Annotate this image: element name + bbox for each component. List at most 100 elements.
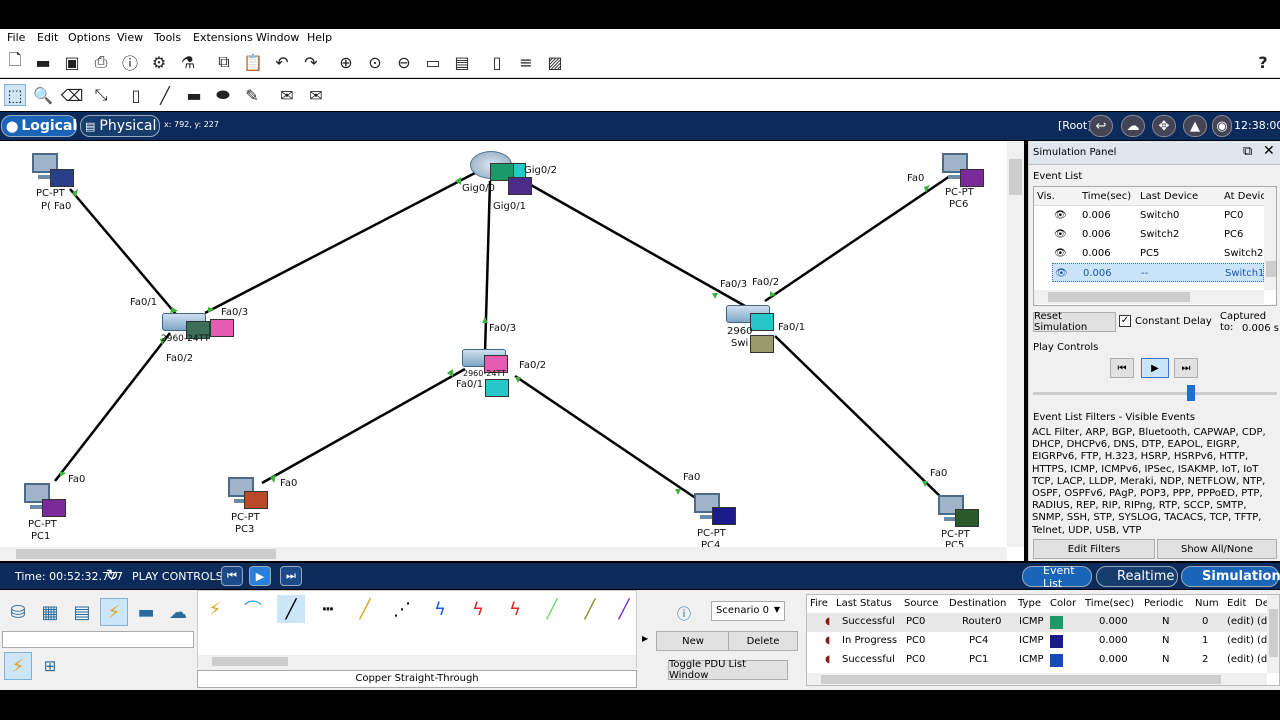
add-simple-pdu-icon[interactable]: ✉	[280, 85, 294, 105]
multiuser-icon[interactable]: ☁	[169, 601, 187, 623]
background-image-icon[interactable]: ▲	[1183, 115, 1207, 137]
network-devices-icon[interactable]: ⛁	[10, 601, 26, 623]
pdu-edit-link[interactable]: (edit)	[1227, 616, 1255, 627]
cloud-icon[interactable]: ☁	[1121, 115, 1145, 137]
new-file-icon[interactable]: 🗋	[8, 49, 22, 69]
link-pc4-switch2[interactable]	[514, 374, 701, 503]
zoom-reset-icon[interactable]: ⊙	[368, 52, 382, 72]
fiber-icon[interactable]: ╱	[359, 598, 371, 620]
menu-options[interactable]: Options	[68, 31, 111, 44]
menu-edit[interactable]: Edit	[37, 31, 59, 44]
connections-icon[interactable]: ⚡	[100, 598, 128, 626]
event-row[interactable]: 👁 0.006 Switch2 PC6	[1034, 225, 1276, 244]
link-router0-switch2[interactable]	[483, 180, 492, 354]
pdu-envelope-icon[interactable]	[210, 319, 234, 337]
undo-icon[interactable]: ↶	[275, 52, 289, 72]
pdu-envelope-icon[interactable]	[750, 335, 774, 353]
pdu-hscroll[interactable]	[807, 673, 1267, 685]
pdu-edit-link[interactable]: (edit)	[1227, 635, 1255, 646]
pc1-device[interactable]	[24, 483, 58, 513]
link-router0-switch1[interactable]	[514, 174, 746, 308]
new-scenario-button[interactable]: New	[656, 631, 730, 651]
pdu-row[interactable]: ◖ Successful PC0 PC1 ICMP 0.000 N 2 (edi…	[807, 651, 1279, 670]
close-icon[interactable]: ✕	[1263, 143, 1275, 159]
event-list-hscroll[interactable]	[1034, 290, 1264, 304]
print-icon[interactable]: ⎙	[94, 52, 108, 71]
console-cable-icon[interactable]: ⌒	[244, 600, 262, 621]
link-switch0-router0[interactable]	[204, 171, 476, 315]
pdu-envelope-icon[interactable]	[50, 169, 74, 187]
zoom-out-icon[interactable]: ⊖	[397, 52, 411, 72]
reset-time-icon[interactable]: ↻	[106, 566, 119, 584]
menu-extensions[interactable]: Extensions	[193, 31, 253, 44]
draw-rectangle-icon[interactable]: ▬	[186, 85, 202, 105]
tab-physical[interactable]: ▤ Physical	[80, 115, 160, 137]
components-icon[interactable]: ▤	[73, 601, 91, 623]
realtime-mode-button[interactable]: Realtime	[1096, 566, 1178, 587]
pdu-envelope-icon[interactable]	[186, 321, 210, 339]
inspect-icon[interactable]: 🔍	[33, 85, 53, 105]
move-icon[interactable]: ✥	[1152, 115, 1176, 137]
open-folder-icon[interactable]: ▬	[35, 52, 51, 72]
phone-cable-icon[interactable]: ⋰	[393, 598, 411, 620]
step-forward-button[interactable]: ⏭	[1174, 358, 1198, 378]
pdu-envelope-icon[interactable]	[244, 491, 268, 509]
back-icon[interactable]: ↩	[1089, 115, 1113, 137]
freeform-icon[interactable]: ✎	[245, 85, 259, 105]
pdu-row[interactable]: ◖ Successful PC0 Router0 ICMP 0.000 N 0 …	[807, 613, 1279, 632]
palette-hscroll[interactable]	[198, 655, 636, 668]
connections-subtype-icon[interactable]: ⚡	[4, 652, 32, 680]
status-play-button[interactable]: ▶	[249, 566, 271, 586]
play-speed-slider[interactable]	[1033, 392, 1277, 395]
usb-cable-icon[interactable]: ╱	[618, 598, 630, 620]
link-pc3-switch2[interactable]	[261, 367, 466, 485]
paste-icon[interactable]: 📋	[243, 52, 263, 72]
grid-icon[interactable]: ⊞	[43, 657, 57, 675]
serial-dce-icon[interactable]: ϟ	[472, 598, 484, 620]
logical-workspace[interactable]: PC-PT P( Fa0 Fa0 PC-PT PC1 Fa0/1 Fa0/3 2…	[0, 141, 1024, 561]
fire-icon[interactable]: ◖	[825, 654, 831, 665]
pdu-envelope-icon[interactable]	[485, 379, 509, 397]
tab-logical[interactable]: ⬤ Logical	[1, 115, 77, 137]
redo-icon[interactable]: ↷	[304, 52, 318, 72]
drawing-palette-icon[interactable]: ▭	[425, 52, 441, 72]
pdu-vscroll[interactable]	[1267, 595, 1279, 673]
pdu-row[interactable]: ◖ In Progress PC0 PC4 ICMP 0.000 N 1 (ed…	[807, 632, 1279, 651]
viewport-icon[interactable]: ◉	[1212, 115, 1232, 137]
delete-scenario-button[interactable]: Delete	[728, 631, 798, 651]
resize-shape-icon[interactable]: ⤡	[94, 85, 108, 104]
menu-window[interactable]: Window	[256, 31, 300, 44]
draw-line-icon[interactable]: ╱	[160, 85, 170, 105]
link-pc0-switch0[interactable]	[69, 188, 181, 320]
save-icon[interactable]: ▣	[64, 52, 80, 72]
serial-dte-icon[interactable]: ϟ	[509, 598, 521, 620]
delete-tool-icon[interactable]: ⌫	[60, 85, 84, 105]
status-back-button[interactable]: ⏮	[221, 566, 243, 586]
pc0-device[interactable]	[32, 153, 66, 183]
scenario-info-icon[interactable]: ⓘ	[677, 607, 691, 623]
zoom-in-icon[interactable]: ⊕	[339, 52, 353, 72]
fire-icon[interactable]: ◖	[825, 635, 831, 646]
copper-straight-through-icon[interactable]: ╱	[277, 595, 305, 623]
octal-cable-icon[interactable]: ╱	[546, 598, 558, 620]
status-forward-button[interactable]: ⏭	[280, 566, 302, 586]
pdu-envelope-icon[interactable]	[712, 507, 736, 525]
notes-icon[interactable]: ▯	[492, 52, 502, 72]
menu-help[interactable]: Help	[307, 31, 333, 44]
event-row[interactable]: 👁 0.006 PC5 Switch2	[1034, 244, 1276, 263]
draw-ellipse-icon[interactable]: ⬬	[216, 85, 230, 104]
pc6-device[interactable]	[942, 153, 976, 183]
pdu-edit-link[interactable]: (edit)	[1227, 654, 1255, 665]
menu-tools[interactable]: Tools	[154, 31, 182, 44]
pdu-envelope-icon[interactable]	[960, 169, 984, 187]
event-list-toggle[interactable]: Event List	[1022, 564, 1092, 590]
pdu-envelope-icon[interactable]	[42, 499, 66, 517]
pdu-delete-link[interactable]: (d	[1257, 635, 1268, 646]
menu-file[interactable]: File	[7, 31, 26, 44]
activity-wizard-icon[interactable]: ⚗	[180, 52, 196, 72]
screenshot-icon[interactable]: ▨	[547, 52, 563, 72]
simulation-mode-button[interactable]: Simulation	[1181, 566, 1280, 587]
play-speed-handle[interactable]	[1187, 385, 1195, 401]
place-note-icon[interactable]: ▯	[131, 85, 141, 105]
scenario-select[interactable]: Scenario 0 ▼	[711, 601, 785, 621]
